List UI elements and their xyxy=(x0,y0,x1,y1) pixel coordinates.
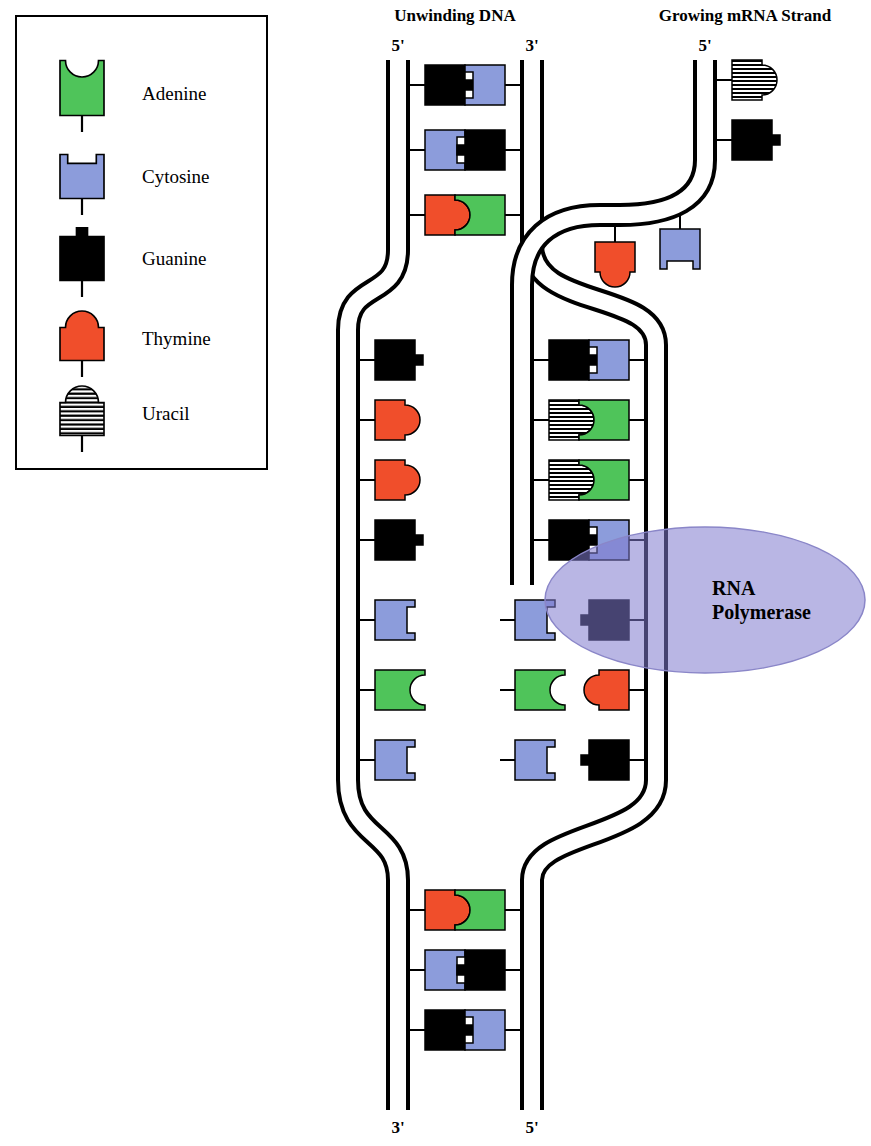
legend-entry: Guanine xyxy=(17,223,266,301)
thymine-base xyxy=(584,670,644,710)
strand-end-label: 3' xyxy=(525,36,538,56)
legend-entry: Adenine xyxy=(17,58,266,136)
strand-fill xyxy=(348,60,398,1110)
guanine-base xyxy=(457,950,520,990)
adenine-base xyxy=(455,195,520,235)
cytosine-base xyxy=(360,740,415,780)
legend-swatch-figure xyxy=(52,378,112,456)
thymine-base xyxy=(595,227,635,287)
strand-end-label: 5' xyxy=(525,1118,538,1138)
strand-end-label: 5' xyxy=(698,36,711,56)
legend-swatch xyxy=(60,61,104,116)
free-nucleotides xyxy=(500,600,565,780)
legend-swatch-figure xyxy=(52,58,112,136)
legend-swatch xyxy=(60,311,104,361)
strand-fill xyxy=(522,60,705,585)
legend-label: Thymine xyxy=(142,327,211,351)
base-stem xyxy=(81,436,83,453)
legend-label: Guanine xyxy=(142,247,206,271)
ellipse-outline xyxy=(543,525,867,675)
guanine-base xyxy=(581,740,644,780)
cytosine-base xyxy=(465,1010,520,1050)
guanine-base xyxy=(717,120,780,160)
enzyme-ellipse: RNA Polymerase xyxy=(543,525,867,675)
strand-outline xyxy=(522,60,705,585)
legend-swatch-figure xyxy=(52,303,112,381)
guanine-base xyxy=(410,1010,473,1050)
cytosine-base xyxy=(360,600,415,640)
enzyme-name: RNA Polymerase xyxy=(712,576,811,624)
base-pairs-bottom xyxy=(410,890,520,1050)
legend-label: Uracil xyxy=(142,402,189,426)
adenine-base xyxy=(500,670,565,710)
base-stem xyxy=(81,116,83,133)
legend-swatch xyxy=(60,386,104,436)
legend-label: Cytosine xyxy=(142,165,210,189)
legend-swatch-figure xyxy=(52,141,112,219)
strand-heading: Unwinding DNA xyxy=(394,6,515,26)
adenine-base xyxy=(579,460,644,500)
base-stem xyxy=(81,281,83,298)
thymine-base xyxy=(360,460,420,500)
adenine-base xyxy=(360,670,425,710)
legend-swatch-figure xyxy=(52,223,112,301)
coding-strand xyxy=(348,60,398,1110)
mrna-bases xyxy=(534,60,780,560)
base-stem xyxy=(81,199,83,216)
adenine-base xyxy=(455,890,520,930)
cytosine-base xyxy=(660,214,700,269)
guanine-base xyxy=(410,65,473,105)
strand-end-label: 5' xyxy=(391,36,404,56)
base-pairs-top xyxy=(410,65,520,235)
ellipse-shape xyxy=(545,527,865,673)
legend-entry: Uracil xyxy=(17,378,266,456)
guanine-base xyxy=(457,130,520,170)
mrna-strand xyxy=(522,60,705,585)
strand-outline xyxy=(348,60,398,1110)
legend-entry: Cytosine xyxy=(17,141,266,219)
strand-end-label: 3' xyxy=(391,1118,404,1138)
legend-label: Adenine xyxy=(142,82,206,106)
cytosine-base xyxy=(589,340,644,380)
legend-box: AdenineCytosineGuanineThymineUracil xyxy=(15,15,268,470)
cytosine-base xyxy=(465,65,520,105)
legend-swatch xyxy=(60,228,104,281)
legend-swatch xyxy=(60,155,104,199)
guanine-base xyxy=(360,340,423,380)
base-stem xyxy=(81,361,83,378)
guanine-base xyxy=(534,340,597,380)
coding-strand-bases xyxy=(360,340,425,780)
strand-heading: Growing mRNA Strand xyxy=(659,6,832,26)
thymine-base xyxy=(360,400,420,440)
cytosine-base xyxy=(500,740,555,780)
uracil-base xyxy=(717,60,777,100)
adenine-base xyxy=(579,400,644,440)
legend-entry: Thymine xyxy=(17,303,266,381)
guanine-base xyxy=(360,520,423,560)
